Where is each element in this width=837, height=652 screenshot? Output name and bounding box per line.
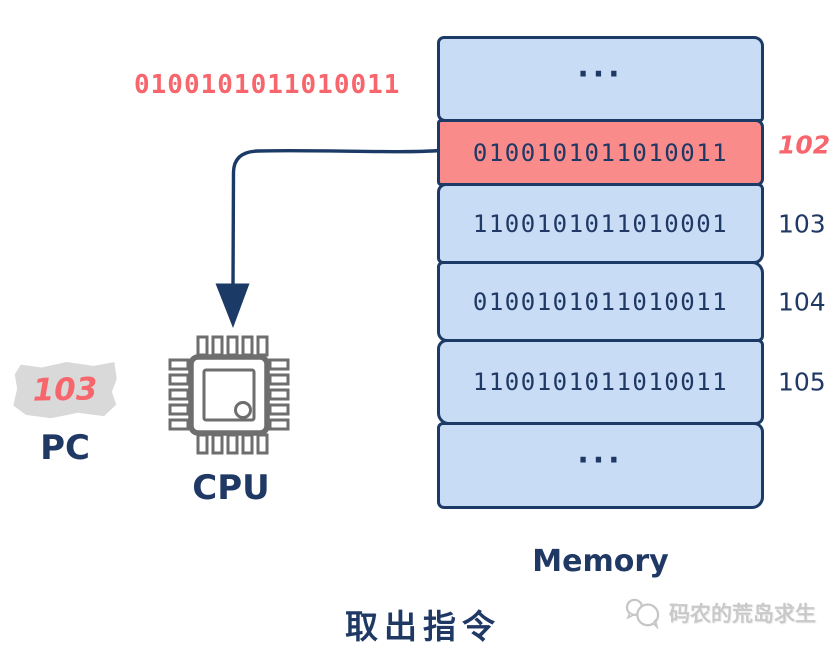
cpu-label: CPU — [192, 468, 270, 508]
memory-cell-value: ... — [577, 435, 624, 471]
chat-bubbles-icon — [625, 598, 660, 629]
memory-label: Memory — [532, 544, 669, 579]
memory-cell-value: 1100101011010011 — [472, 368, 729, 396]
memory-cell-value: 0100101011010011 — [472, 287, 729, 316]
memory-row-102-highlighted: 0100101011010011 102 — [437, 119, 830, 186]
pc-label: PC — [40, 428, 90, 468]
memory-row-103: 1100101011010001 103 — [437, 183, 826, 264]
memory-address-103: 103 — [778, 209, 826, 238]
fetch-arrow-line — [231, 148, 442, 288]
pc-value: 103 — [32, 371, 98, 409]
memory-cell-value: 0100101011010011 — [472, 138, 729, 167]
memory-address-104: 104 — [778, 287, 826, 316]
memory-cell-value: ... — [577, 48, 624, 84]
watermark-text: 码农的荒岛求生 — [669, 602, 816, 626]
cpu-chip-icon — [168, 335, 290, 455]
fetch-arrow-head — [215, 283, 250, 328]
memory-row-105: 1100101011010011 105 — [437, 339, 826, 425]
memory-table: ... 0100101011010011 102 110010101101000… — [437, 36, 830, 509]
memory-row-104: 0100101011010011 104 — [437, 261, 826, 342]
memory-address-105: 105 — [778, 367, 826, 397]
pc-value-highlight: 103 — [12, 361, 117, 419]
memory-row-ellipsis-bottom: ... — [437, 422, 764, 509]
memory-cell-value: 1100101011010001 — [472, 209, 729, 238]
diagram-title: 取出指令 — [345, 607, 501, 646]
memory-address-102: 102 — [778, 130, 831, 160]
watermark: 码农的荒岛求生 — [624, 597, 816, 629]
fetched-instruction-text: 0100101011010011 — [134, 70, 401, 100]
memory-row-ellipsis-top: ... — [437, 36, 764, 122]
